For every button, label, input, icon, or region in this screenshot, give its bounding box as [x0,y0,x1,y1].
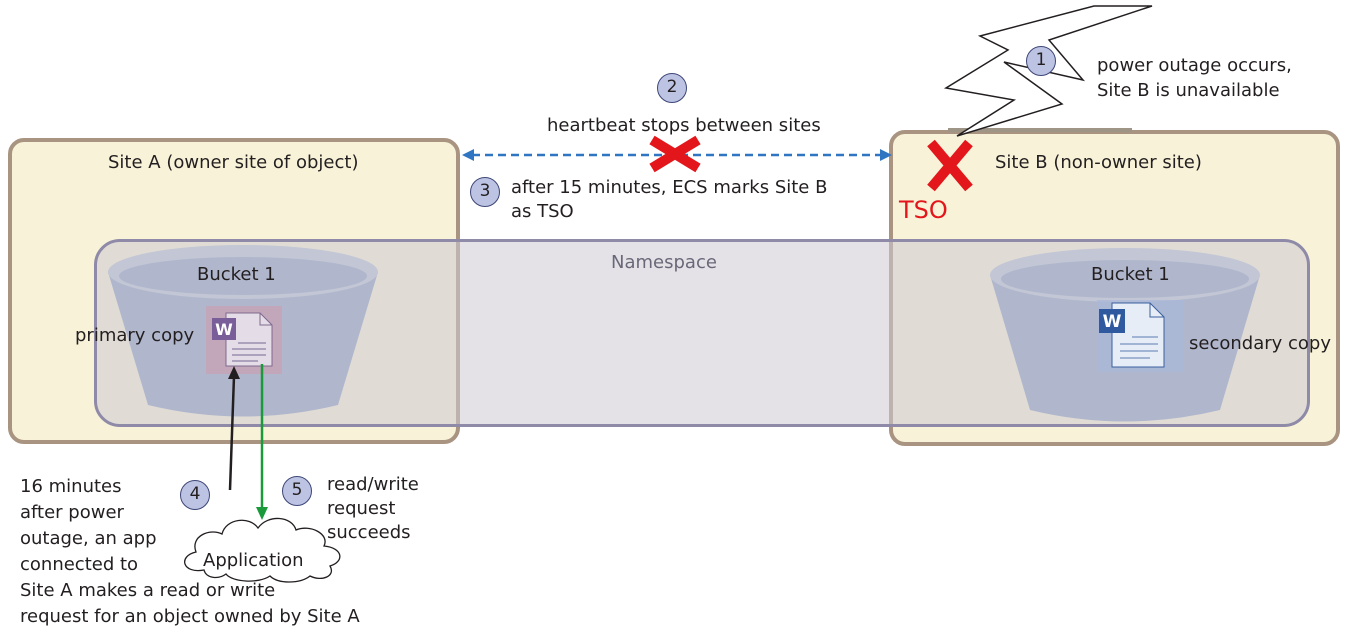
step-1-text-line-2: Site B is unavailable [1097,80,1280,101]
step-2-text: heartbeat stops between sites [547,115,821,136]
svg-text:W: W [1103,312,1122,332]
step-5-text-line-1: read/write [327,474,419,495]
primary-copy-label: primary copy [75,325,195,346]
namespace-label: Namespace [611,252,717,273]
site-b-label: Site B (non-owner site) [995,152,1202,173]
step-4-badge: 4 [180,480,210,510]
step-3-text-line-1: after 15 minutes, ECS marks Site B [511,177,828,198]
step-5-text-line-3: succeeds [327,522,411,543]
step-1-text-line-1: power outage occurs, [1097,55,1292,76]
step-1-badge: 1 [1026,46,1056,76]
bucket-b-label: Bucket 1 [1091,264,1170,285]
step-4-text-line-2: after power [20,502,124,523]
step-4-text-line-5: Site A makes a read or write [20,580,276,601]
svg-text:W: W [215,320,233,339]
step-5-text-line-2: request [327,498,396,519]
site-b-status-label: TSO [899,196,948,224]
application-label: Application [203,550,304,571]
step-2-badge: 2 [657,73,687,103]
step-4-text-line-6: request for an object owned by Site A [20,606,360,627]
site-a-label: Site A (owner site of object) [108,152,359,173]
bucket-a-label: Bucket 1 [197,264,276,285]
step-3-text-line-2: as TSO [511,201,574,222]
step-5-badge: 5 [282,476,312,506]
step-4-text-line-4: connected to [20,554,139,575]
secondary-copy-label: secondary copy [1189,333,1331,354]
step-4-text-line-3: outage, an app [20,528,157,549]
step-4-text-line-1: 16 minutes [20,476,122,497]
step-3-badge: 3 [470,177,500,207]
